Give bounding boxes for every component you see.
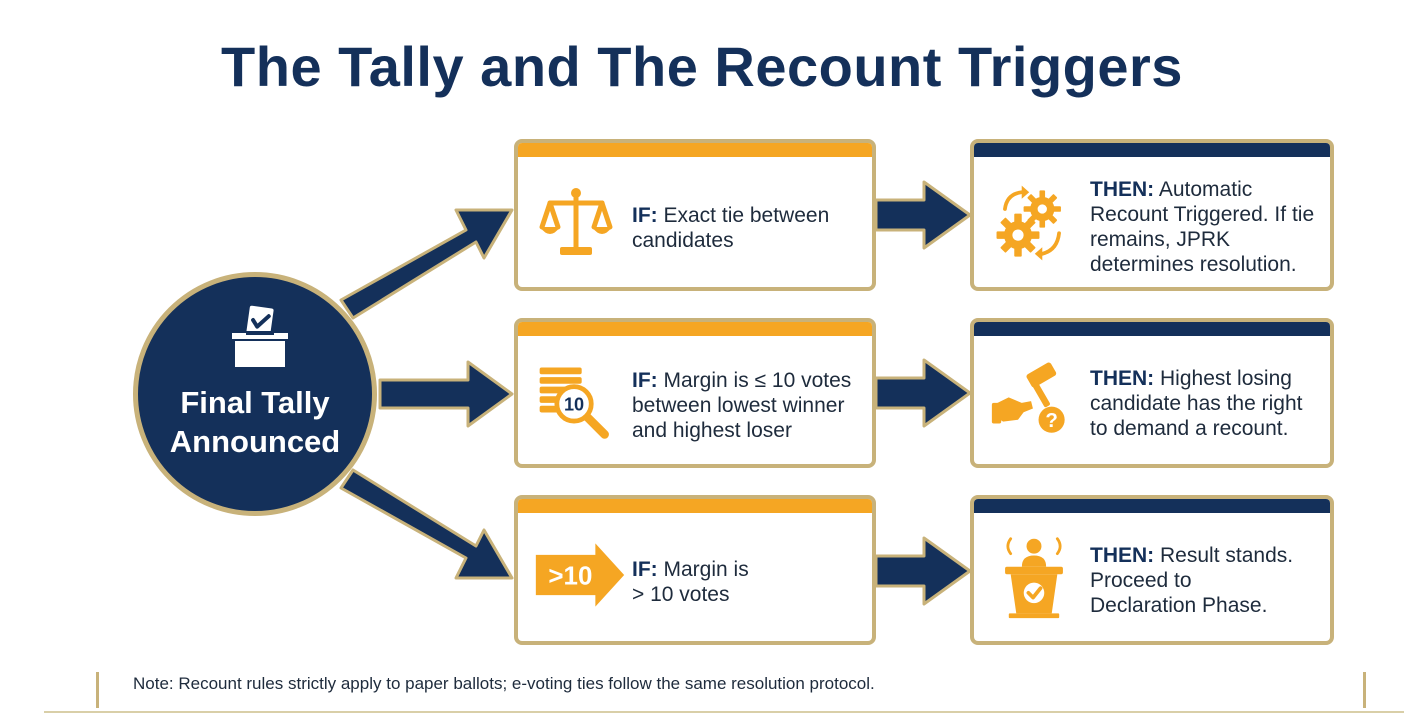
- then-line-2: Proceed to: [1090, 569, 1192, 592]
- if-line-1: Margin is: [663, 558, 749, 581]
- then-prefix: THEN:: [1090, 178, 1155, 201]
- then-line-1: Highest losing: [1160, 367, 1292, 390]
- page-title: The Tally and The Recount Triggers: [221, 35, 1183, 98]
- if-box-accent-bar: [518, 499, 872, 513]
- arrow-hub-to-if-1: [339, 208, 514, 320]
- then-text: THEN: Automatic Recount Triggered. If ti…: [1090, 177, 1314, 277]
- if-line-3: and highest loser: [632, 419, 792, 442]
- arrow-badge-text: >10: [548, 563, 592, 591]
- then-box-demand-recount: ? THEN: Highest losing candidate has the…: [970, 318, 1334, 468]
- footnote-bracket: Note: Recount rules strictly apply to pa…: [96, 672, 1366, 708]
- then-text: THEN: Highest losing candidate has the r…: [1090, 366, 1302, 441]
- then-text: THEN: Result stands. Proceed to Declarat…: [1090, 543, 1293, 618]
- if-box-accent-bar: [518, 143, 872, 157]
- arrow-if-2-to-then-2: [874, 358, 972, 428]
- hub-label-line1: Final Tally: [180, 385, 330, 420]
- if-text: IF: Margin is > 10 votes: [632, 557, 749, 607]
- then-box-result-stands: THEN: Result stands. Proceed to Declarat…: [970, 495, 1334, 645]
- arrow-hub-to-if-3: [339, 468, 514, 580]
- ballots-magnifier-icon: 10: [539, 367, 609, 439]
- hub-label: Final Tally Announced: [138, 383, 372, 461]
- then-line-1: Automatic: [1158, 178, 1253, 201]
- arrow-hub-to-if-2: [378, 360, 514, 428]
- if-box-margin-gt-10: >10 IF: Margin is > 10 votes: [514, 495, 876, 645]
- if-line-2: > 10 votes: [632, 583, 730, 606]
- then-line-2: Recount Triggered. If tie: [1090, 203, 1315, 226]
- then-line-4: determines resolution.: [1090, 253, 1297, 276]
- then-line-3: Declaration Phase.: [1090, 594, 1268, 617]
- if-line-1: Margin is ≤ 10 votes: [663, 369, 852, 392]
- if-text: IF: Exact tie between candidates: [632, 203, 829, 253]
- arrow-if-1-to-then-1: [874, 180, 972, 250]
- if-line-1: Exact tie between: [663, 204, 830, 227]
- final-tally-hub: Final Tally Announced: [133, 272, 377, 516]
- then-prefix: THEN:: [1090, 544, 1155, 567]
- footer-rule: [44, 711, 1404, 713]
- then-box-accent-bar: [974, 322, 1330, 336]
- if-prefix: IF:: [632, 369, 658, 392]
- if-line-2: candidates: [632, 229, 734, 252]
- podium-icon: [1005, 537, 1063, 619]
- if-box-accent-bar: [518, 322, 872, 336]
- if-prefix: IF:: [632, 558, 658, 581]
- if-box-exact-tie: IF: Exact tie between candidates: [514, 139, 876, 291]
- gavel-question-icon: ?: [991, 362, 1065, 433]
- gears-icon: [996, 185, 1061, 261]
- then-box-automatic-recount: THEN: Automatic Recount Triggered. If ti…: [970, 139, 1334, 291]
- ballot-box-icon: [232, 305, 288, 367]
- footnote-text: Note: Recount rules strictly apply to pa…: [133, 674, 875, 693]
- then-line-3: to demand a recount.: [1090, 417, 1289, 440]
- if-line-2: between lowest winner: [632, 394, 845, 417]
- if-box-margin-le-10: 10 IF: Margin is ≤ 10 votes between lowe…: [514, 318, 876, 468]
- arrow-if-3-to-then-3: [874, 536, 972, 606]
- then-line-3: remains, JPRK: [1090, 228, 1231, 251]
- then-line-2: candidate has the right: [1090, 392, 1303, 415]
- arrow-badge-icon: >10: [535, 543, 625, 607]
- then-prefix: THEN:: [1090, 367, 1155, 390]
- then-box-accent-bar: [974, 143, 1330, 157]
- scales-icon: [539, 188, 613, 255]
- then-line-1: Result stands.: [1160, 544, 1294, 567]
- question-mark: ?: [1045, 409, 1058, 432]
- magnifier-number: 10: [564, 395, 584, 415]
- if-text: IF: Margin is ≤ 10 votes between lowest …: [632, 368, 851, 443]
- if-prefix: IF:: [632, 204, 658, 227]
- then-box-accent-bar: [974, 499, 1330, 513]
- hub-label-line2: Announced: [169, 424, 341, 459]
